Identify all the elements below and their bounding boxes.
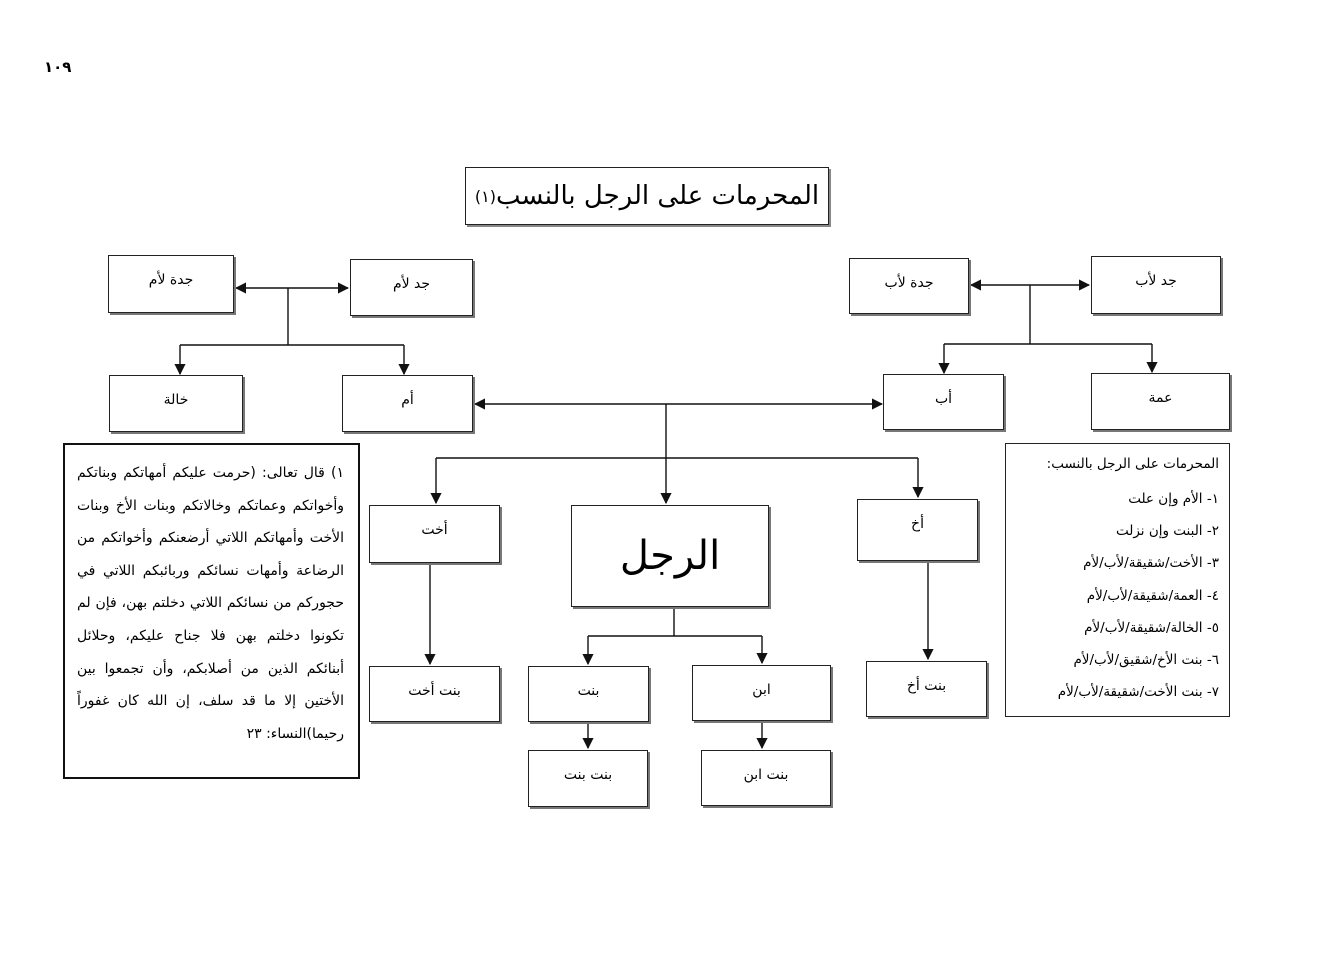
node-label: أخت: [421, 522, 448, 538]
node-paternal-aunt: عمة: [1091, 373, 1230, 430]
node-label: بنت: [577, 683, 600, 699]
node-daughter: بنت: [528, 666, 649, 722]
node-sister-daughter: بنت أخت: [369, 666, 500, 722]
page-number: ١٠٩: [44, 58, 72, 76]
node-label: جد لأب: [1135, 273, 1177, 289]
node-grandmother-father: جدة لأب: [849, 258, 969, 314]
list-item: ٧- بنت الأخت/شقيقة/لأب/لأم: [1057, 684, 1219, 701]
node-grandmother-mother: جدة لأم: [108, 255, 234, 313]
node-label: جدة لأم: [148, 272, 194, 288]
list-item: ٣- الأخت/شقيقة/لأب/لأم: [1083, 555, 1219, 572]
node-label: الرجل: [619, 533, 721, 579]
node-label: جدة لأب: [884, 275, 934, 291]
list-item: ١- الأم وإن علت: [1128, 491, 1219, 507]
node-father: أب: [883, 374, 1004, 430]
node-label: بنت أخ: [906, 678, 947, 694]
list-item: ٦- بنت الأخ/شقيق/لأب/لأم: [1073, 652, 1219, 669]
node-label: أم: [401, 392, 414, 408]
node-maternal-aunt: خالة: [109, 375, 243, 432]
node-brother: أخ: [857, 499, 978, 561]
node-sister: أخت: [369, 505, 500, 563]
diagram-title: المحرمات على الرجل بالنسب(١): [465, 167, 829, 225]
node-label: أب: [934, 391, 953, 407]
prohibited-list-box: المحرمات على الرجل بالنسب: ١- الأم وإن ع…: [1005, 443, 1230, 717]
node-son-daughter: بنت ابن: [701, 750, 831, 806]
node-label: بنت بنت: [563, 767, 613, 783]
node-man: الرجل: [571, 505, 769, 607]
node-grandfather-father: جد لأب: [1091, 256, 1221, 314]
title-footnote-marker: (١): [474, 186, 496, 206]
node-grandfather-mother: جد لأم: [350, 259, 473, 316]
node-label: ابن: [752, 682, 771, 698]
node-label: جد لأم: [392, 276, 431, 292]
node-label: خالة: [163, 392, 189, 408]
title-text: المحرمات على الرجل بالنسب: [495, 181, 820, 211]
node-son: ابن: [692, 665, 831, 721]
list-item: ٢- البنت وإن نزلت: [1115, 523, 1219, 540]
footnote-verse-box: ١) قال تعالى: (حرمت عليكم أمهاتكم وبناتك…: [63, 443, 360, 779]
list-heading: المحرمات على الرجل بالنسب:: [1046, 456, 1219, 472]
node-brother-daughter: بنت أخ: [866, 661, 987, 717]
node-label: أخ: [911, 516, 924, 532]
list-item: ٥- الخالة/شقيقة/لأب/لأم: [1084, 619, 1219, 636]
node-label: عمة: [1148, 390, 1173, 406]
node-label: بنت أخت: [408, 683, 461, 699]
node-daughter-daughter: بنت بنت: [528, 750, 648, 807]
list-item: ٤- العمة/شقيقة/لأب/لأم: [1086, 587, 1219, 604]
node-mother: أم: [342, 375, 473, 432]
footnote-text: ١) قال تعالى: (حرمت عليكم أمهاتكم وبناتك…: [77, 465, 344, 742]
node-label: بنت ابن: [743, 767, 789, 783]
